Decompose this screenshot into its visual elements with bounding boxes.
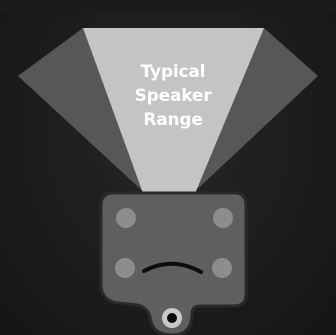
- top-band-fade: [0, 10, 336, 14]
- top-band: [0, 0, 336, 10]
- device-dot-top-right: [213, 208, 233, 228]
- range-label-line-1: Typical: [103, 60, 243, 84]
- device-dot-bottom-right: [212, 258, 232, 278]
- audio-jack-icon: [162, 308, 182, 328]
- range-label-line-3: Range: [103, 108, 243, 132]
- typical-speaker-range-label: Typical Speaker Range: [103, 60, 243, 132]
- device-dot-top-left: [116, 208, 136, 228]
- range-label-line-2: Speaker: [103, 84, 243, 108]
- speaker-device-icon: [101, 193, 246, 335]
- device-dot-bottom-left: [115, 258, 135, 278]
